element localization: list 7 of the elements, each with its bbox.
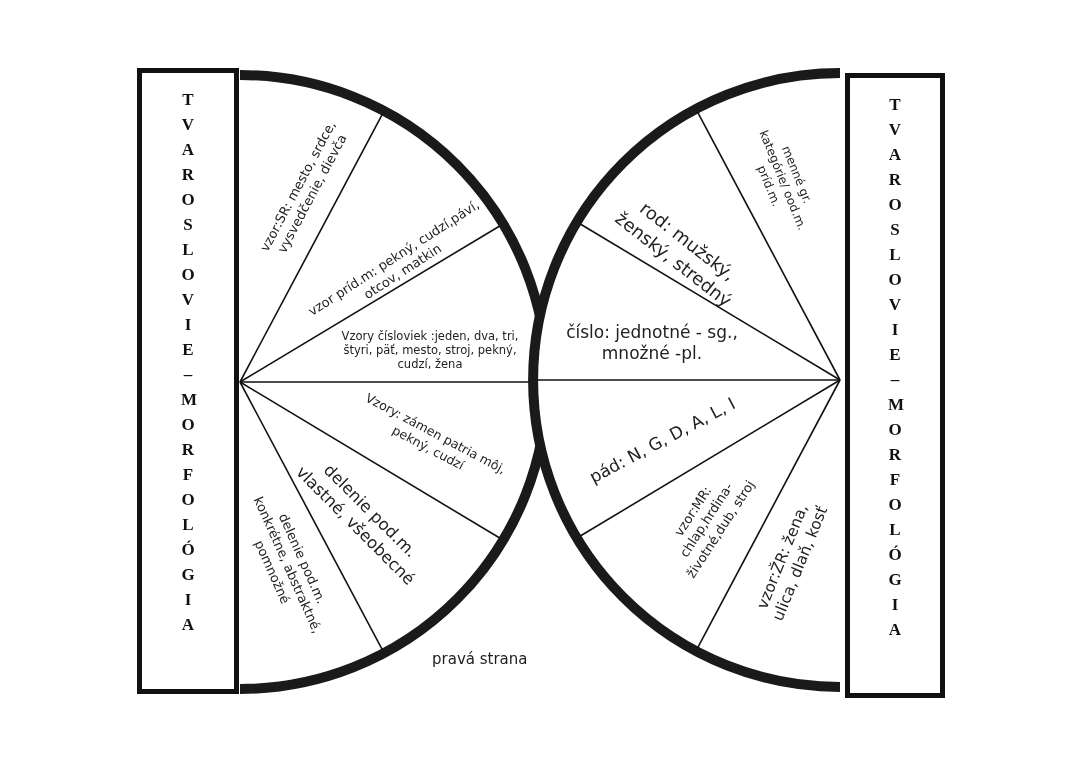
- title-bar: [845, 73, 945, 698]
- vertical-title: TVAROSLOVIE – MORFOLÓGIA: [888, 94, 902, 641]
- sector-text: Vzory čísloviek :jeden, dva, tri, štyri, päť, mesto, stroj, pekný, cudzí, žena: [327, 328, 533, 372]
- caption-text: pravá strana: [432, 650, 528, 668]
- title-bar: [137, 68, 239, 694]
- sector-text: číslo: jednotné - sg., množné -pl.: [562, 321, 742, 364]
- vertical-title: TVAROSLOVIE – MORFOLÓGIA: [181, 89, 195, 636]
